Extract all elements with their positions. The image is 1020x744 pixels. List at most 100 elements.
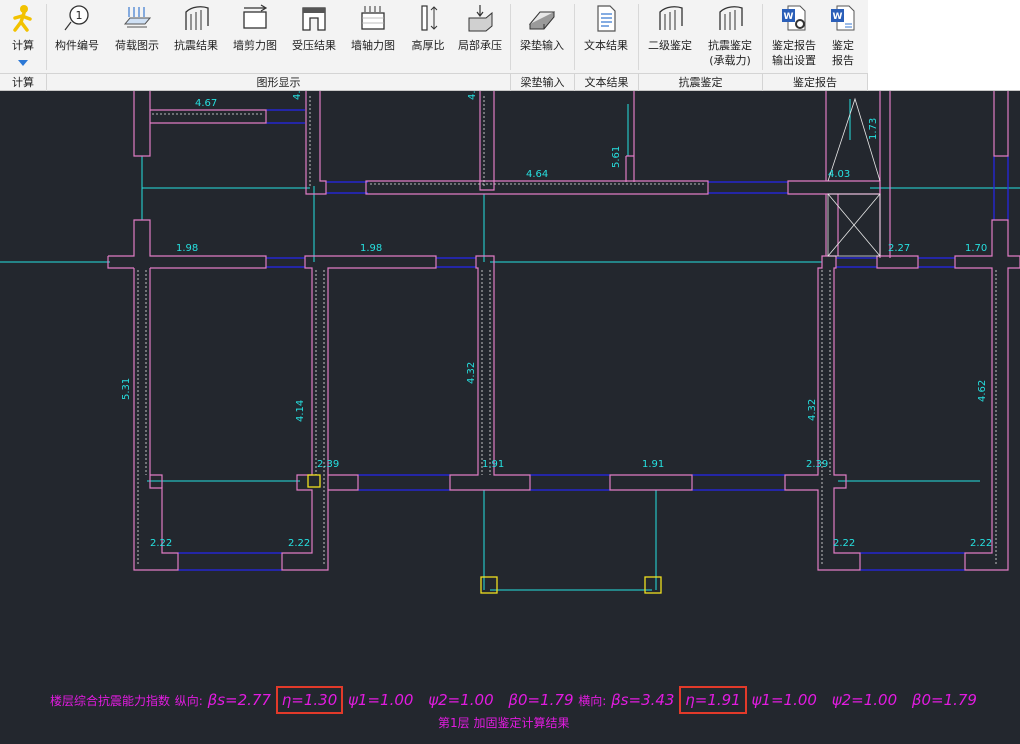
trans-beta0: β0=1.79 xyxy=(911,691,977,709)
beam-pad-icon xyxy=(528,11,556,30)
report-settings-line2: 输出设置 xyxy=(772,54,816,67)
text-result-label: 文本结果 xyxy=(584,39,628,52)
dim-label: 2.39 xyxy=(317,459,339,470)
compression-result-button[interactable]: 受压结果 xyxy=(285,0,343,72)
seismic-wall-icon xyxy=(659,6,683,30)
beam-pad-input-label: 梁垫输入 xyxy=(520,39,564,52)
compression-result-label: 受压结果 xyxy=(292,39,336,52)
dim-label: 4.3 xyxy=(292,91,303,100)
word-doc-icon: W xyxy=(831,5,855,31)
long-psi2: ψ2=1.00 xyxy=(428,691,494,709)
document-icon xyxy=(597,5,616,32)
appraisal-report-line1: 鉴定 xyxy=(832,39,854,52)
dim-label: 2.22 xyxy=(833,538,855,549)
dim-label: 5.31 xyxy=(121,378,132,400)
report-output-settings-label: 鉴定报告 输出设置 xyxy=(764,38,824,68)
wall-shear-button[interactable]: 墙剪力图 xyxy=(226,0,284,72)
appraisal-report-button[interactable]: W 鉴定 报告 xyxy=(822,0,864,72)
dim-label: 4.32 xyxy=(466,362,477,384)
wall-axial-button[interactable]: 墙轴力图 xyxy=(344,0,402,72)
load-diagram-label: 荷载图示 xyxy=(115,39,159,52)
dim-label: 4.62 xyxy=(977,380,988,402)
dim-label: 4.64 xyxy=(526,169,548,180)
member-number-label: 构件编号 xyxy=(55,39,99,52)
long-psi1: ψ1=1.00 xyxy=(348,691,414,709)
floor-result-title: 第1层 加固鉴定计算结果 xyxy=(438,716,570,730)
stair-symbols xyxy=(827,97,881,257)
svg-text:1: 1 xyxy=(76,9,83,22)
dim-label: 1.91 xyxy=(482,459,504,470)
group-seismic-appraisal: 抗震鉴定 xyxy=(639,74,763,91)
dropdown-arrow-icon[interactable] xyxy=(18,60,28,66)
beam-pad-input-button[interactable]: 梁垫输入 xyxy=(512,0,572,72)
dim-label: 4.67 xyxy=(195,98,217,109)
group-calc: 计算 xyxy=(0,74,47,91)
dim-label: 5.61 xyxy=(611,146,622,168)
seismic-appraisal-bearing-label: 抗震鉴定 (承载力) xyxy=(700,38,760,68)
dim-label: 4.03 xyxy=(828,169,850,180)
svg-text:W: W xyxy=(833,12,843,22)
dim-label: 1.98 xyxy=(176,243,198,254)
seismic-index-line: 楼层综合抗震能力指数 纵向: βs=2.77 η=1.30 ψ1=1.00 ψ2… xyxy=(50,686,977,714)
seismic-appraisal-bearing-button[interactable]: 抗震鉴定 (承载力) xyxy=(700,0,760,72)
text-result-button[interactable]: 文本结果 xyxy=(576,0,636,72)
dim-label: 1.70 xyxy=(965,243,987,254)
appraisal-report-line2: 报告 xyxy=(832,54,854,67)
pink-wall-lines xyxy=(107,91,1020,571)
height-thickness-button[interactable]: 高厚比 xyxy=(403,0,453,72)
trans-eta-highlight: η=1.91 xyxy=(679,686,747,714)
group-graphic-display: 图形显示 xyxy=(47,74,511,91)
member-number-button[interactable]: 1 构件编号 xyxy=(48,0,106,72)
wall-shear-label: 墙剪力图 xyxy=(233,39,277,52)
load-diagram-button[interactable]: 荷载图示 xyxy=(108,0,166,72)
long-eta: η=1.30 xyxy=(281,691,338,709)
seismic-result-label: 抗震结果 xyxy=(174,39,218,52)
ribbon-group-bar: 计算 图形显示 梁垫输入 文本结果 抗震鉴定 鉴定报告 xyxy=(0,73,868,91)
ribbon-toolbar: 计算 1 构件编号 荷载图示 抗震结果 墙剪力图 xyxy=(0,0,868,91)
yellow-column-markers xyxy=(307,474,662,594)
trans-beta-s: βs=3.43 xyxy=(611,691,675,709)
seismic-result-button[interactable]: 抗震结果 xyxy=(167,0,225,72)
transverse-label: 横向: xyxy=(578,694,607,708)
height-thickness-label: 高厚比 xyxy=(411,39,445,52)
dashed-wall-outlines xyxy=(137,96,997,565)
dim-label: 2.22 xyxy=(970,538,992,549)
report-output-settings-button[interactable]: W 鉴定报告 输出设置 xyxy=(764,0,824,72)
height-ratio-icon xyxy=(421,5,438,31)
dim-label: 2.22 xyxy=(150,538,172,549)
cyan-axis-lines xyxy=(0,99,1020,591)
dimension-labels: 4.67 4.3 4.3 4.64 5.61 4.03 1.73 1.98 1.… xyxy=(121,91,992,549)
wall-axial-label: 墙轴力图 xyxy=(351,39,395,52)
trans-eta: η=1.91 xyxy=(685,691,741,709)
compression-icon xyxy=(302,7,326,31)
floor-plan-canvas[interactable]: 4.67 4.3 4.3 4.64 5.61 4.03 1.73 1.98 1.… xyxy=(0,91,1020,691)
trans-psi1: ψ1=1.00 xyxy=(751,691,817,709)
local-bearing-button[interactable]: 局部承压 xyxy=(452,0,508,72)
local-bearing-icon xyxy=(468,5,493,32)
wall-axial-icon xyxy=(361,6,385,30)
ribbon-empty-area xyxy=(868,0,1020,91)
seismic-appraisal-line1: 抗震鉴定 xyxy=(708,39,752,52)
longitudinal-label: 纵向: xyxy=(174,694,203,708)
report-settings-line1: 鉴定报告 xyxy=(772,39,816,52)
index-label: 楼层综合抗震能力指数 xyxy=(50,694,171,708)
seismic-wall-icon xyxy=(719,6,743,30)
long-beta0: β0=1.79 xyxy=(508,691,574,709)
dim-label: 4.3 xyxy=(467,91,478,100)
group-beam-pad: 梁垫输入 xyxy=(511,74,575,91)
second-level-appraisal-button[interactable]: 二级鉴定 xyxy=(640,0,700,72)
dim-label: 2.39 xyxy=(806,459,828,470)
trans-psi2: ψ2=1.00 xyxy=(831,691,898,709)
run-man-icon xyxy=(13,5,32,32)
long-eta-highlight: η=1.30 xyxy=(275,686,344,714)
group-text-result: 文本结果 xyxy=(575,74,639,91)
circle-1-icon: 1 xyxy=(64,5,89,31)
calc-button[interactable]: 计算 xyxy=(2,0,44,72)
dim-label: 4.32 xyxy=(807,399,818,421)
seismic-appraisal-line2: (承载力) xyxy=(709,54,751,67)
svg-text:W: W xyxy=(784,12,794,22)
load-grid-icon xyxy=(123,7,151,28)
group-appraisal-report: 鉴定报告 xyxy=(763,74,868,91)
dim-label: 2.27 xyxy=(888,243,910,254)
second-level-appraisal-label: 二级鉴定 xyxy=(648,39,692,52)
